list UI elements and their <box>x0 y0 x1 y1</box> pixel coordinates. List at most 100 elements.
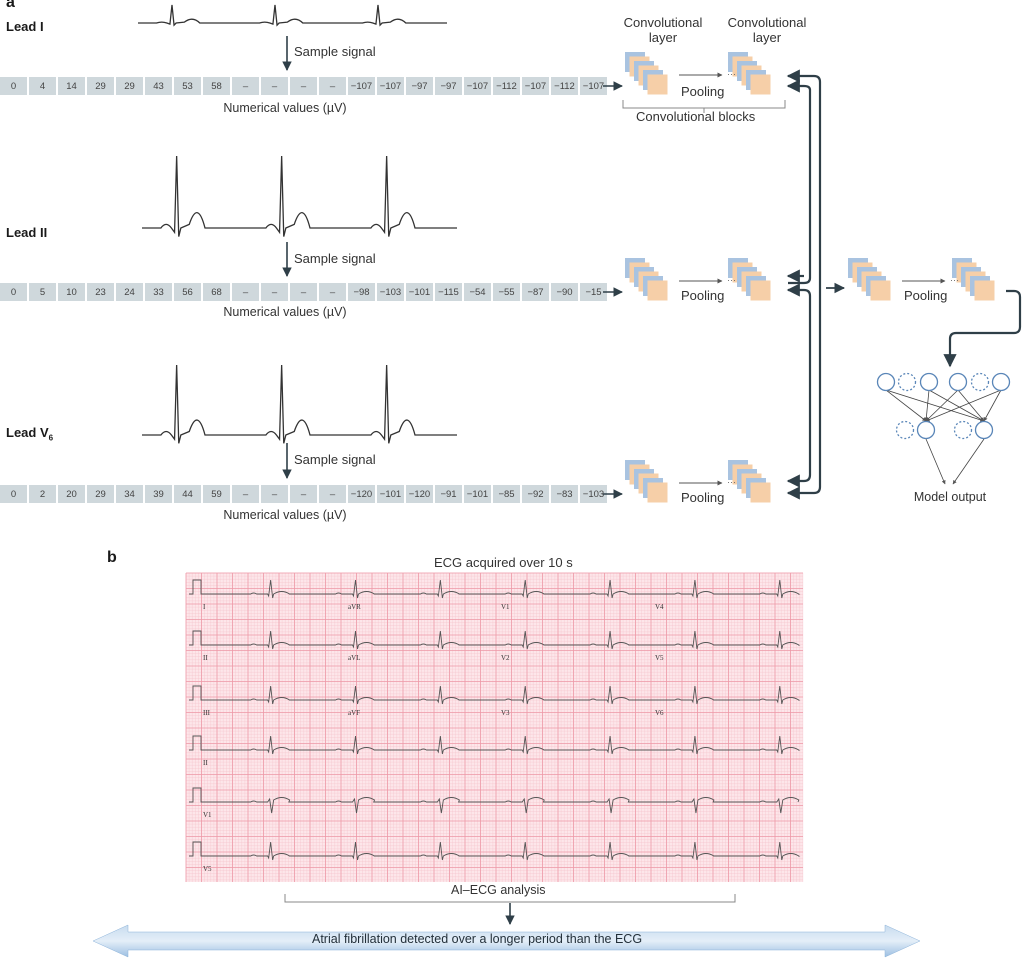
value-cell: 43 <box>145 77 172 95</box>
value-cell: 68 <box>203 283 230 301</box>
conv-stack-left-1 <box>625 52 668 95</box>
ecg-lead-label: V1 <box>501 603 510 611</box>
network-edge <box>924 389 930 422</box>
value-cell: 10 <box>58 283 85 301</box>
value-cell: – <box>290 77 317 95</box>
hidden-neuron <box>974 420 994 440</box>
input-neuron <box>970 372 990 392</box>
ellipsis: ··· <box>727 477 736 487</box>
ecg-title: ECG acquired over 10 s <box>434 555 573 570</box>
ecg-lead-label: V2 <box>501 654 510 662</box>
value-cell: 24 <box>116 283 143 301</box>
value-cell: 2 <box>29 485 56 503</box>
value-cell: – <box>232 77 259 95</box>
panel-b-letter: b <box>107 549 117 566</box>
value-cell: −115 <box>435 283 462 301</box>
network-edge <box>983 389 1002 422</box>
value-cell: −87 <box>522 283 549 301</box>
network-edge <box>885 389 927 422</box>
value-cell: – <box>232 283 259 301</box>
ecg-trace-row-1 <box>189 579 801 599</box>
feature-map <box>647 482 668 503</box>
value-cell: 34 <box>116 485 143 503</box>
feature-map <box>750 74 771 95</box>
network-edge <box>925 389 959 422</box>
lead-i-trace <box>138 4 447 27</box>
value-cell: −55 <box>493 283 520 301</box>
value-cell: – <box>261 485 288 503</box>
hidden-neuron <box>953 420 973 440</box>
merged-stack-right <box>952 258 995 301</box>
network-edge <box>957 389 985 422</box>
value-cell: 23 <box>87 283 114 301</box>
ai-ecg-analysis-label: AI–ECG analysis <box>451 883 546 897</box>
value-cell: −107 <box>580 77 607 95</box>
panel-a-diagram: ············ <box>138 4 1022 503</box>
value-cell: 56 <box>174 283 201 301</box>
feedback-connector-top-inner <box>786 79 812 278</box>
value-cell: 0 <box>0 485 27 503</box>
values-caption-1: Numerical values (µV) <box>223 101 347 115</box>
value-cell: 5 <box>29 283 56 301</box>
value-cell: 0 <box>0 77 27 95</box>
feedback-connector-top-outer <box>786 69 822 283</box>
ecg-lead-label: V4 <box>655 603 664 611</box>
feature-map <box>870 280 891 301</box>
value-cell: −112 <box>493 77 520 95</box>
value-cell: 20 <box>58 485 85 503</box>
value-cell: −120 <box>348 485 375 503</box>
value-cell: 33 <box>145 283 172 301</box>
ecg-lead-label: II <box>203 654 208 662</box>
conv-layer-label-2: Convolutional layer <box>727 15 807 45</box>
lead-ii-label: Lead II <box>6 225 48 240</box>
value-cell: 59 <box>203 485 230 503</box>
value-cell: – <box>319 485 346 503</box>
ecg-lead-label: II <box>203 759 208 767</box>
value-cell: −91 <box>435 485 462 503</box>
ellipsis: ··· <box>950 275 959 285</box>
value-cell: −83 <box>551 485 578 503</box>
pooling-label-3: Pooling <box>681 490 725 505</box>
value-cell: −112 <box>551 77 578 95</box>
ecg-grid-background <box>186 573 803 882</box>
conv-stack-right-2 <box>728 258 771 301</box>
values-caption-3: Numerical values (µV) <box>223 508 347 522</box>
connector-mid-upper <box>788 277 812 285</box>
feature-map <box>647 280 668 301</box>
lead-v6-name: Lead V <box>6 425 49 440</box>
ellipsis: ··· <box>727 69 736 79</box>
hidden-neuron <box>916 420 936 440</box>
value-cell: 4 <box>29 77 56 95</box>
feedback-connector-bottom-inner <box>786 283 812 488</box>
ecg-trace-row-2 <box>189 630 801 650</box>
value-cell: 39 <box>145 485 172 503</box>
value-cell: – <box>290 283 317 301</box>
to-network-connector <box>943 289 1022 368</box>
value-cell: 29 <box>87 77 114 95</box>
pooling-label-2: Pooling <box>681 288 725 303</box>
value-cell: −120 <box>406 485 433 503</box>
input-neuron <box>991 372 1011 392</box>
lead-ii-trace <box>142 155 457 237</box>
value-cell: −107 <box>348 77 375 95</box>
value-cell: – <box>290 485 317 503</box>
output-edge <box>925 438 946 485</box>
value-cell: −103 <box>377 283 404 301</box>
ecg-lead-label: aVR <box>348 603 361 611</box>
sample-signal-label-1: Sample signal <box>294 44 376 59</box>
sample-signal-label-3: Sample signal <box>294 452 376 467</box>
network-edge <box>928 389 985 422</box>
value-cell: −101 <box>464 485 491 503</box>
ecg-trace-row-4 <box>189 735 801 755</box>
conv-stack-right-3 <box>728 460 771 503</box>
ecg-lead-label: V3 <box>501 709 510 717</box>
ecg-lead-label: V6 <box>655 709 664 717</box>
value-cell: 14 <box>58 77 85 95</box>
ecg-trace-row-3 <box>189 685 801 705</box>
feature-map <box>750 482 771 503</box>
value-cell: −107 <box>522 77 549 95</box>
lead-v6-subscript: 6 <box>48 433 54 443</box>
value-cell: 0 <box>0 283 27 301</box>
